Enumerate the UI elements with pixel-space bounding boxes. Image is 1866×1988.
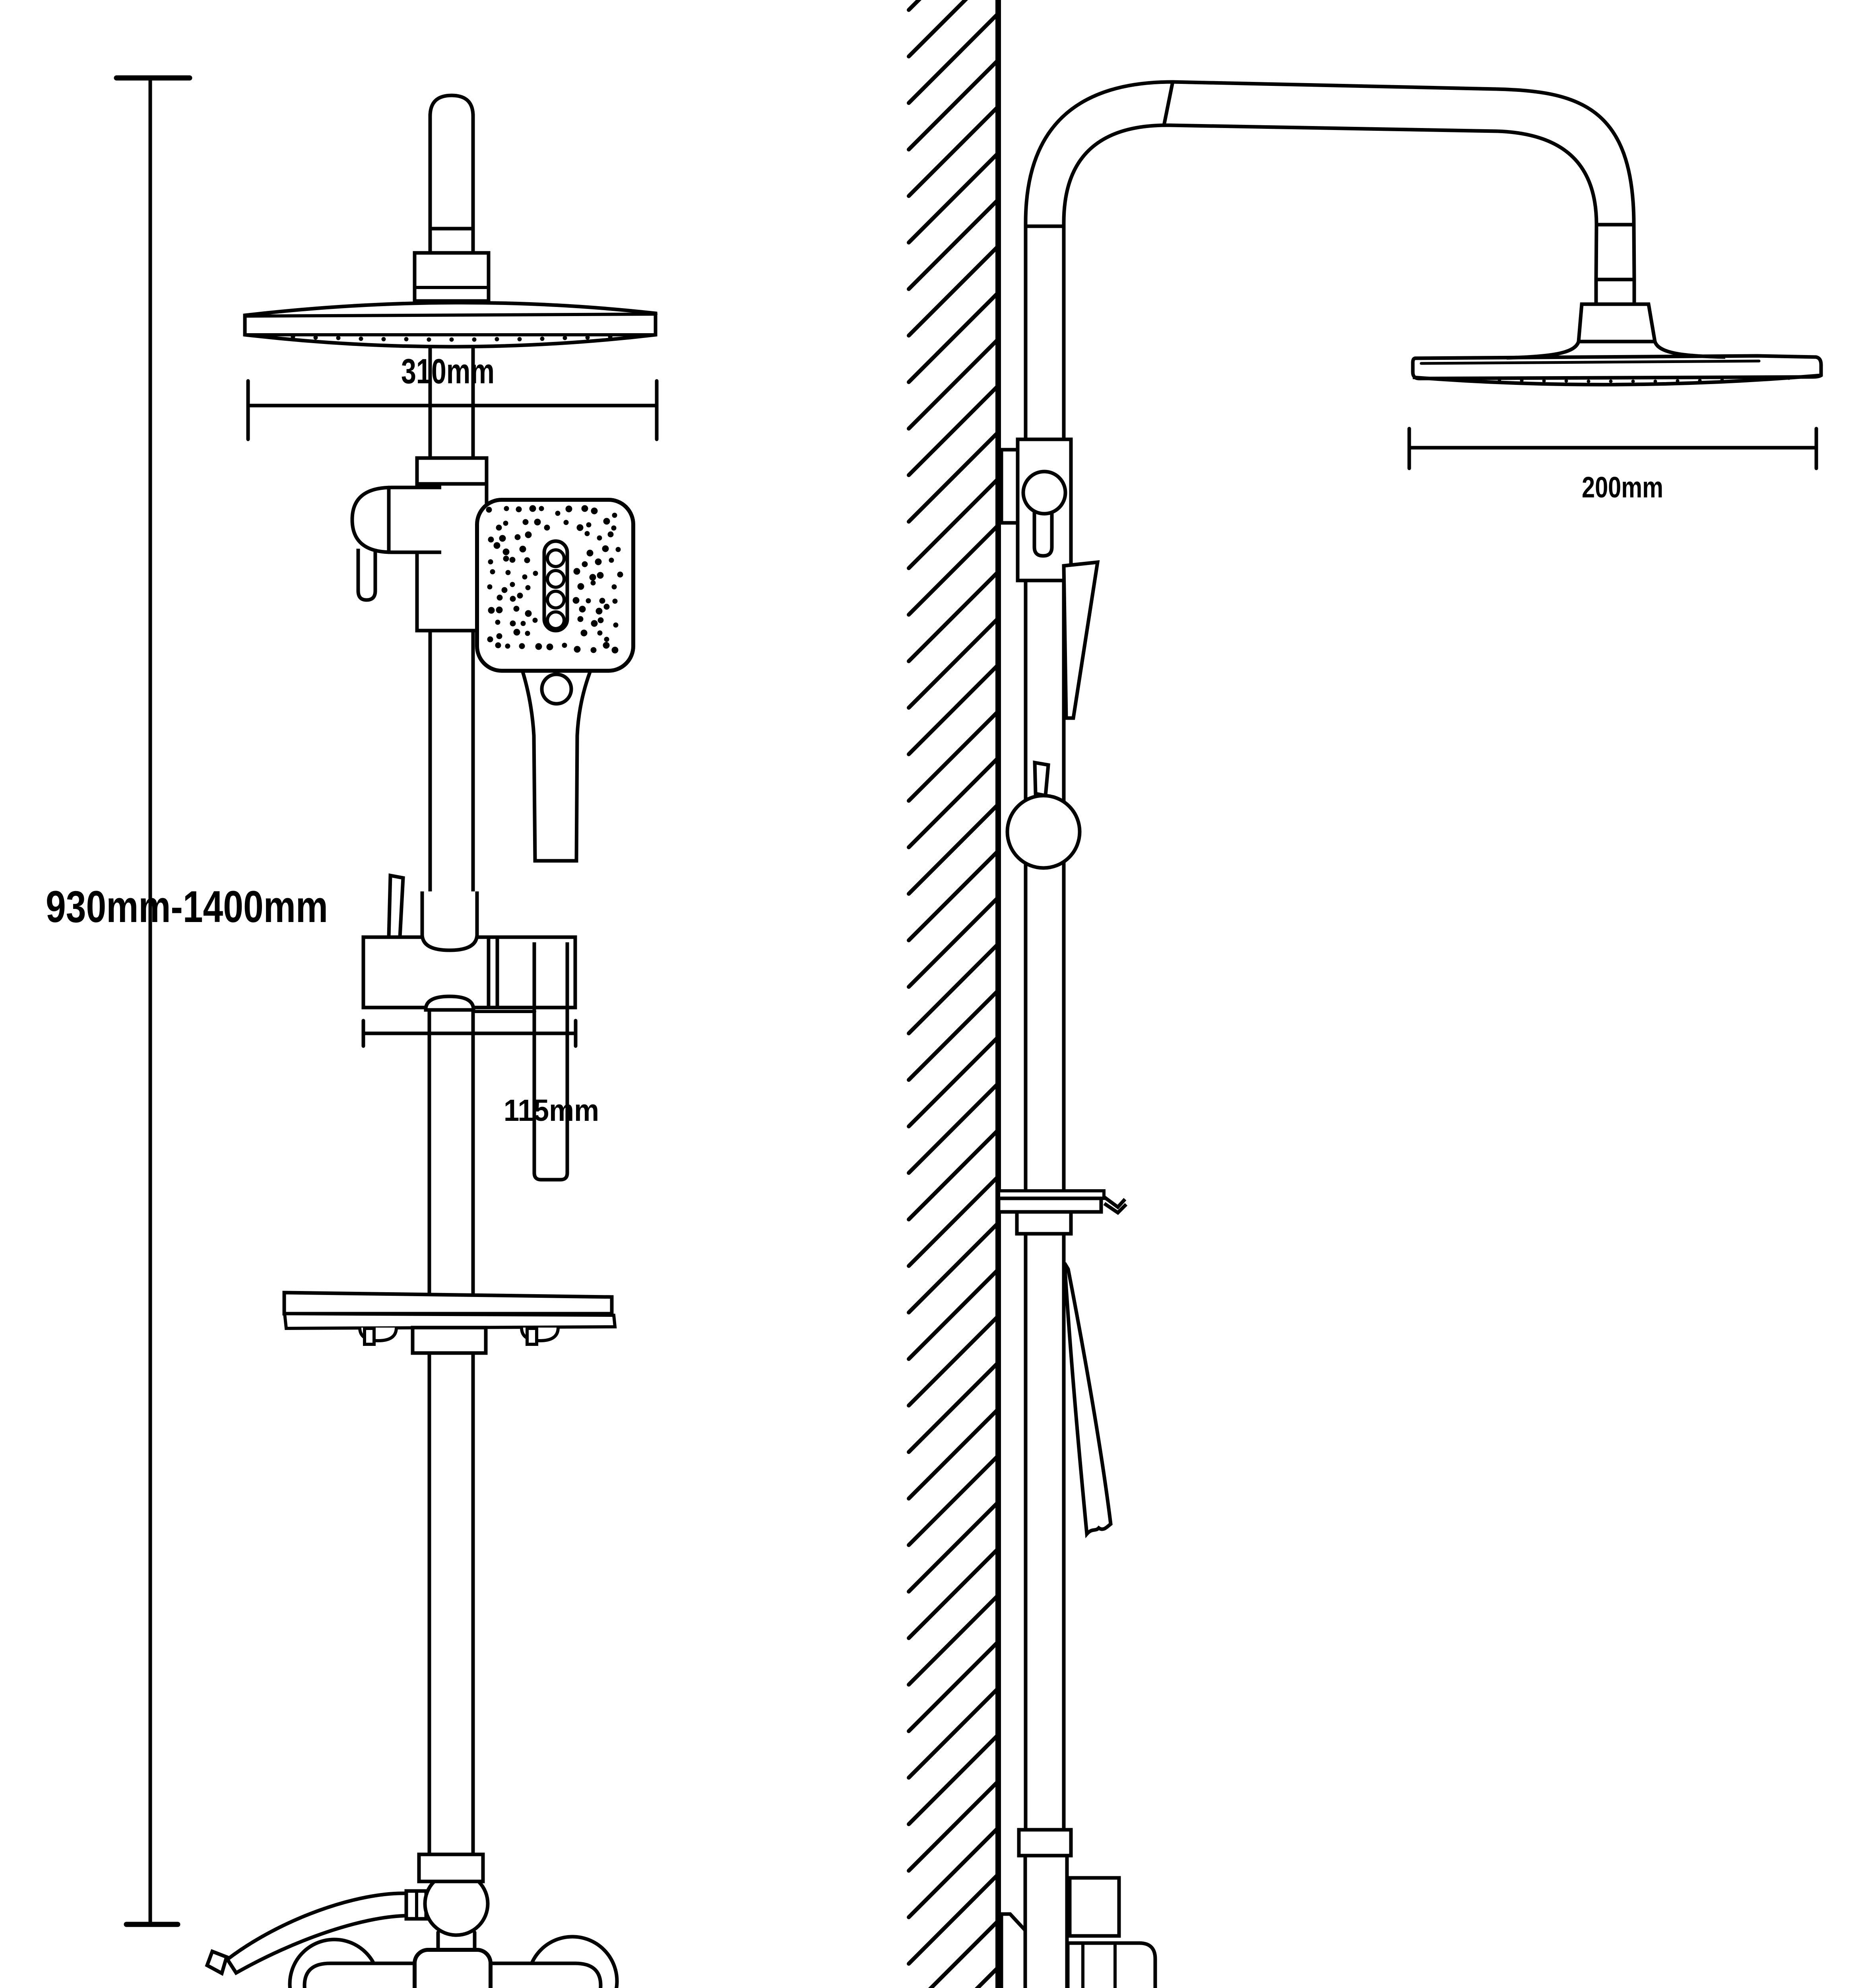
svg-text:930mm-1400mm: 930mm-1400mm [46, 882, 328, 932]
svg-text:310mm: 310mm [401, 351, 495, 391]
svg-text:115mm: 115mm [504, 1093, 599, 1128]
svg-text:200mm: 200mm [1582, 471, 1663, 504]
